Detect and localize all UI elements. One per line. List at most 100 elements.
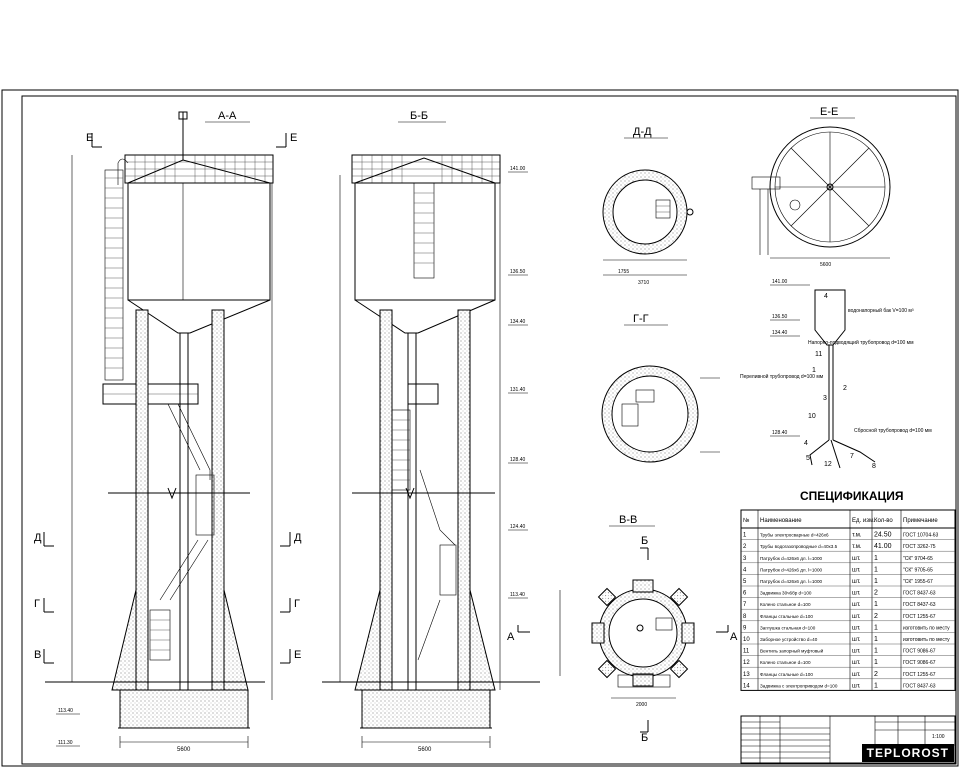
spec-cell: Трубы водогазопроводные d=40х3.5: [760, 544, 838, 549]
cut-mark-b-top: Б: [641, 535, 648, 547]
svg-text:2: 2: [843, 385, 847, 392]
cut-mark-a-left: А: [507, 631, 515, 643]
section-ee-title: Е-Е: [820, 106, 838, 118]
spec-table-border: [740, 509, 956, 691]
cut-mark-d-left: Д: [34, 532, 42, 544]
spec-cell: "СК" 9704-65: [903, 556, 933, 562]
spec-cell: ГОСТ 8437-63: [903, 591, 936, 597]
section-aa: А-А Е Е: [34, 110, 302, 753]
scheme-drain-note: Сбросной трубопровод d=100 мм: [854, 427, 932, 434]
spec-cell: шт.: [852, 637, 861, 643]
spec-cell: шт.: [852, 579, 861, 585]
cut-mark-v-left: В: [34, 649, 41, 661]
spec-cell: Фланцы стальные d=100: [760, 672, 813, 677]
spec-cell: шт.: [852, 649, 861, 655]
section-bb: Б-Б: [322, 110, 540, 753]
svg-text:12: 12: [824, 461, 832, 468]
svg-text:7: 7: [850, 453, 854, 460]
elev-128-40: 128.40: [510, 457, 526, 463]
spec-cell: Фланцы стальные d=100: [760, 614, 813, 619]
spec-cell: Патрубок d=426х6 дл. l=1000: [760, 579, 822, 584]
title-block: 1:100: [740, 715, 956, 764]
scheme-elev-134: 134.40: [772, 330, 788, 336]
svg-text:4: 4: [824, 293, 828, 300]
spec-cell: "СК" 1955-67: [903, 579, 933, 585]
spec-cell: шт.: [852, 556, 861, 562]
spec-cell: 24.50: [874, 532, 892, 539]
vv-dim-width: 2000: [636, 702, 647, 708]
scheme-tank-note: водонапорный бак V=100 м³: [848, 307, 914, 314]
spec-cell: Патрубок d=426х6 дл. l=1000: [760, 567, 822, 572]
spec-cell: Заборное устройство d=40: [760, 636, 818, 642]
spec-cell: 1: [874, 648, 878, 655]
scheme-tank: [814, 289, 846, 346]
spec-cell: шт.: [852, 567, 861, 573]
section-gg: Г-Г: [601, 313, 720, 463]
spec-cell: изготовить по месту: [903, 637, 950, 643]
spec-cell: ГОСТ 1255-67: [903, 672, 936, 678]
spec-header-cell: Наименование: [760, 518, 802, 524]
spec-cell: 14: [743, 683, 750, 689]
spec-cell: Колено стальное d=100: [760, 602, 811, 607]
spec-cell: 2: [874, 590, 878, 597]
spec-cell: Задвижка с электроприводом d=100: [760, 683, 838, 688]
spec-cell: 1: [874, 566, 878, 573]
sheet-inner-frame: [21, 95, 957, 765]
scheme-elev-141: 141.00: [772, 279, 788, 285]
spec-cell: Заглушка стальная d=100: [760, 625, 816, 630]
spec-cell: 11: [743, 649, 750, 655]
scheme-elev-128: 128.40: [772, 430, 788, 436]
spec-cell: изготовить по месту: [903, 625, 950, 631]
spec-cell: "СК" 9705-65: [903, 567, 933, 573]
cut-mark-g-right: Г: [294, 598, 300, 610]
spec-cell: т.м.: [852, 544, 862, 550]
dd-dim-half: 1755: [618, 269, 629, 275]
svg-text:4: 4: [804, 440, 808, 447]
spec-cell: ГОСТ 8437-63: [903, 683, 936, 689]
cut-mark-e-left: Е: [86, 132, 93, 144]
spec-cell: 1: [874, 555, 878, 562]
section-dd: Д-Д 1755 3710: [602, 126, 694, 286]
spec-header-cell: Кол-во: [874, 518, 893, 524]
spec-cell: ГОСТ 9086-67: [903, 649, 936, 655]
tank-aa: [127, 182, 271, 301]
svg-text:1: 1: [812, 367, 816, 374]
spec-header-cell: Примечание: [903, 518, 938, 524]
spec-header-cell: Ед. изм.: [852, 518, 875, 524]
spec-cell: 2: [743, 544, 747, 550]
tank-bb: [354, 182, 496, 301]
spec-cell: Задвижка 30ч6бр d=100: [760, 591, 812, 596]
spec-cell: ГОСТ 8437-63: [903, 602, 936, 608]
ee-tank-outline: [769, 126, 891, 248]
svg-text:8: 8: [872, 463, 876, 470]
spec-cell: 9: [743, 625, 747, 631]
spec-cell: ГОСТ 9086-67: [903, 660, 936, 666]
bb-base-dim: 5600: [418, 747, 432, 753]
cut-mark-g-left: Г: [34, 598, 40, 610]
spec-cell: 8: [743, 614, 747, 620]
svg-text:5: 5: [806, 455, 810, 462]
section-vv-title: В-В: [619, 514, 637, 526]
spec-cell: Патрубок d=426х6 дл. l=1000: [760, 556, 822, 561]
elev-124-40: 124.40: [510, 524, 526, 530]
spec-cell: 7: [743, 602, 747, 608]
spec-cell: шт.: [852, 625, 861, 631]
spec-cell: 6: [743, 591, 747, 597]
scheme-fill-note: Напорно-подводящий трубопровод d=100 мм: [808, 339, 914, 346]
spec-cell: 1: [874, 601, 878, 608]
spec-cell: ГОСТ 1255-67: [903, 614, 936, 620]
spec-cell: 2: [874, 613, 878, 620]
section-aa-title: А-А: [218, 110, 237, 122]
elev-134-40: 134.40: [510, 319, 526, 325]
pipe-scheme: 141.00 136.50 134.40 128.40 водонапорный…: [740, 279, 932, 470]
spec-cell: шт.: [852, 602, 861, 608]
cut-mark-e-right-lower: Е: [294, 649, 301, 661]
spec-title: СПЕЦИФИКАЦИЯ: [800, 489, 904, 503]
section-gg-title: Г-Г: [633, 313, 649, 325]
cut-mark-b-bottom: Б: [641, 732, 648, 744]
spec-cell: т.м.: [852, 533, 862, 539]
scheme-overflow-note: Переливной трубопровод d=100 мм: [740, 373, 824, 380]
